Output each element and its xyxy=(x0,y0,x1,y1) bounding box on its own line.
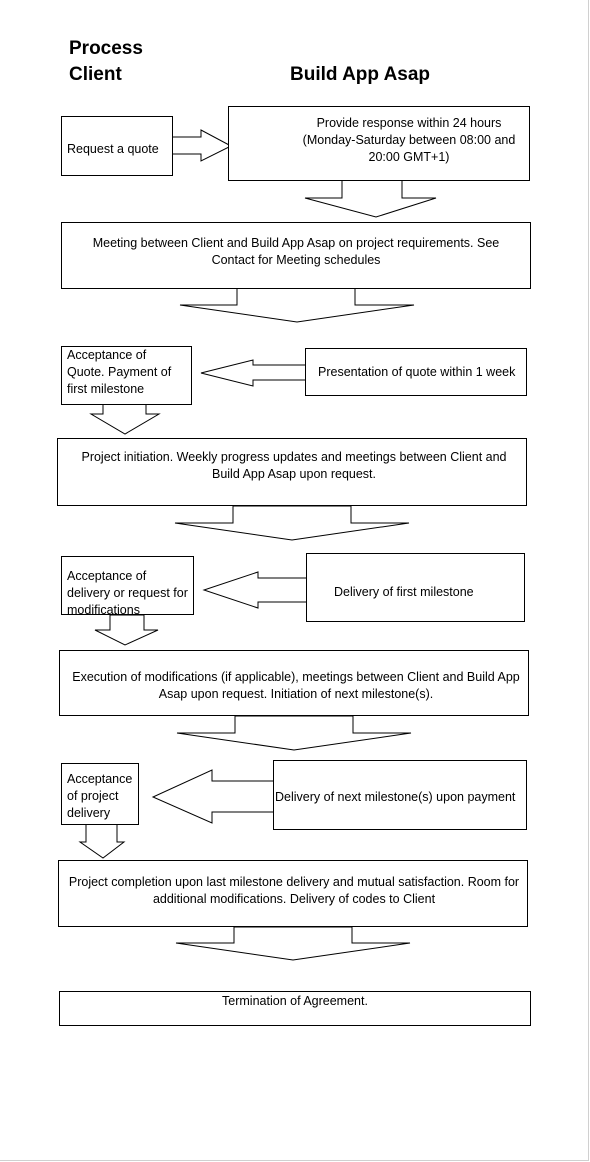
presentation-quote-text: Presentation of quote within 1 week xyxy=(318,365,516,379)
execution-modifications-text: Execution of modifications (if applicabl… xyxy=(72,670,520,701)
meeting-box: Meeting between Client and Build App Asa… xyxy=(61,222,531,289)
arrow-down-acceptance-to-execution xyxy=(94,614,159,646)
arrow-down-acceptance-project-to-completion xyxy=(78,823,126,859)
acceptance-project-text: Acceptance of project delivery xyxy=(67,772,133,820)
acceptance-quote-box: Acceptance of Quote. Payment of first mi… xyxy=(61,346,192,405)
arrow-down-meeting-to-acceptance xyxy=(179,287,415,323)
delivery-next-text: Delivery of next milestone(s) upon payme… xyxy=(275,790,516,804)
acceptance-project-box: Acceptance of project delivery xyxy=(61,763,139,825)
provide-response-box: Provide response within 24 hours (Monday… xyxy=(228,106,530,181)
meeting-text: Meeting between Client and Build App Asa… xyxy=(92,236,500,267)
presentation-quote-box: Presentation of quote within 1 week xyxy=(305,348,527,396)
acceptance-delivery-box: Acceptance of delivery or request for mo… xyxy=(61,556,194,617)
request-quote-box: Request a quote xyxy=(61,116,173,176)
delivery-first-text: Delivery of first milestone xyxy=(334,585,474,599)
delivery-next-box: Delivery of next milestone(s) upon payme… xyxy=(273,760,527,830)
arrow-left-presentation-to-acceptance xyxy=(200,348,307,387)
arrow-down-acceptance-to-initiation xyxy=(89,403,161,435)
arrow-down-response-to-meeting-shape xyxy=(304,179,437,218)
arrow-right-request-to-response xyxy=(171,129,233,162)
arrow-down-execution-to-acceptance-project xyxy=(176,715,412,751)
arrow-left-next-delivery-to-acceptance xyxy=(151,760,275,824)
client-column-heading: Client xyxy=(69,64,122,85)
project-initiation-box: Project initiation. Weekly progress upda… xyxy=(57,438,527,506)
company-column-heading: Build App Asap xyxy=(290,64,431,85)
arrow-down-completion-to-termination xyxy=(175,926,411,961)
acceptance-quote-text: Acceptance of Quote. Payment of first mi… xyxy=(67,348,172,396)
project-initiation-text: Project initiation. Weekly progress upda… xyxy=(81,450,507,481)
arrow-down-initiation-to-acceptance xyxy=(174,505,410,541)
project-completion-text: Project completion upon last milestone d… xyxy=(68,875,520,906)
request-quote-text: Request a quote xyxy=(67,142,159,156)
termination-box: Termination of Agreement. xyxy=(59,991,531,1026)
execution-modifications-box: Execution of modifications (if applicabl… xyxy=(59,650,529,716)
provide-response-text: Provide response within 24 hours (Monday… xyxy=(302,116,516,164)
arrow-left-delivery-to-acceptance xyxy=(202,553,308,609)
project-completion-box: Project completion upon last milestone d… xyxy=(58,860,528,927)
delivery-first-box: Delivery of first milestone xyxy=(306,553,525,622)
process-heading: Process xyxy=(69,38,143,59)
acceptance-delivery-text: Acceptance of delivery or request for mo… xyxy=(67,569,188,617)
termination-text: Termination of Agreement. xyxy=(222,994,368,1008)
